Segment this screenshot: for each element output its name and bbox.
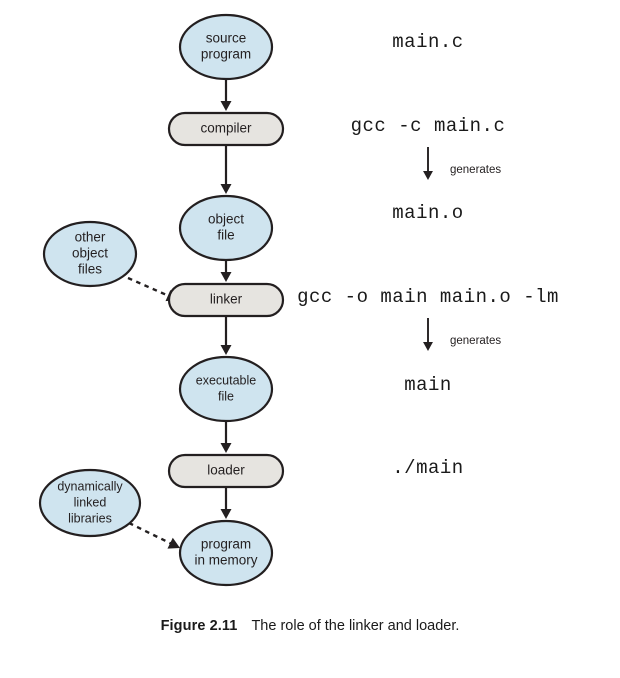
arrowhead-compiler-to-object xyxy=(220,184,232,194)
node-shape-executable-file xyxy=(178,355,274,423)
node-label-loader: loader xyxy=(207,463,245,478)
node-label-object-file: object xyxy=(208,212,244,227)
node-label-linker: linker xyxy=(210,292,243,307)
edges-layer xyxy=(127,79,232,549)
node-label-program-in-memory: in memory xyxy=(194,553,257,568)
cmd-gcc-link: gcc -o main main.o -lm xyxy=(297,286,559,308)
arrowhead-generates-compile xyxy=(423,171,433,180)
cmd-main-c: main.c xyxy=(392,31,463,53)
nodes-layer: sourceprogramcompilerobjectfileotherobje… xyxy=(38,13,285,587)
node-label-other-object-files: files xyxy=(78,262,102,277)
commands-layer: main.c gcc -c main.c main.o gcc -o main mai… xyxy=(297,31,559,479)
generates-layer: generates generates xyxy=(423,147,501,351)
arrowhead-object-to-linker xyxy=(220,272,232,282)
node-shape-source-program xyxy=(178,13,274,81)
node-label-executable-file: file xyxy=(218,389,234,403)
edge-libraries-to-program xyxy=(128,521,172,545)
node-label-source-program: program xyxy=(201,47,251,62)
node-shape-loader xyxy=(167,453,285,489)
figure-caption-number: Figure 2.11 xyxy=(160,618,238,634)
node-linker[interactable]: linker xyxy=(167,282,285,318)
node-shape-object-file xyxy=(178,194,274,262)
node-shape-compiler xyxy=(167,111,285,147)
cmd-main-o: main.o xyxy=(392,202,463,224)
arrowhead-loader-to-program xyxy=(220,509,232,519)
node-shape-other-object-files xyxy=(42,220,138,288)
generates-label-generates-compile: generates xyxy=(450,164,501,176)
arrowhead-source-to-compiler xyxy=(220,101,232,111)
node-shape-linker xyxy=(167,282,285,318)
cmd-gcc-compile: gcc -c main.c xyxy=(351,115,506,137)
cmd-run-main: ./main xyxy=(392,457,463,479)
node-label-compiler: compiler xyxy=(200,121,252,136)
node-loader[interactable]: loader xyxy=(167,453,285,489)
node-label-dynamically-linked-libraries: libraries xyxy=(68,511,112,525)
node-label-program-in-memory: program xyxy=(201,537,251,552)
node-shape-program-in-memory xyxy=(178,519,274,587)
generates-label-generates-link: generates xyxy=(450,335,501,347)
node-dynamically-linked-libraries[interactable]: dynamically linked libraries xyxy=(38,468,142,538)
node-label-other-object-files: object xyxy=(72,246,108,261)
figure-caption: Figure 2.11 The role of the linker and lo… xyxy=(0,618,620,634)
figure-caption-text: The role of the linker and loader. xyxy=(251,618,460,634)
arrowhead-linker-to-executable xyxy=(220,345,232,355)
node-label-dynamically-linked-libraries: dynamically xyxy=(57,479,123,493)
arrowhead-libraries-to-program xyxy=(167,537,180,549)
node-label-object-file: file xyxy=(217,228,234,243)
node-executable-file[interactable]: executable file xyxy=(178,355,274,423)
node-label-other-object-files: other xyxy=(75,230,106,245)
node-label-source-program: source xyxy=(206,31,247,46)
node-shape-dynamically-linked-libraries xyxy=(38,468,142,538)
node-label-dynamically-linked-libraries: linked xyxy=(74,495,107,509)
arrowhead-executable-to-loader xyxy=(220,443,232,453)
node-label-executable-file: executable xyxy=(196,373,257,387)
edge-other-objects-to-linker xyxy=(127,276,170,298)
cmd-main: main xyxy=(404,374,452,396)
arrowhead-generates-link xyxy=(423,342,433,351)
node-compiler[interactable]: compiler xyxy=(167,111,285,147)
